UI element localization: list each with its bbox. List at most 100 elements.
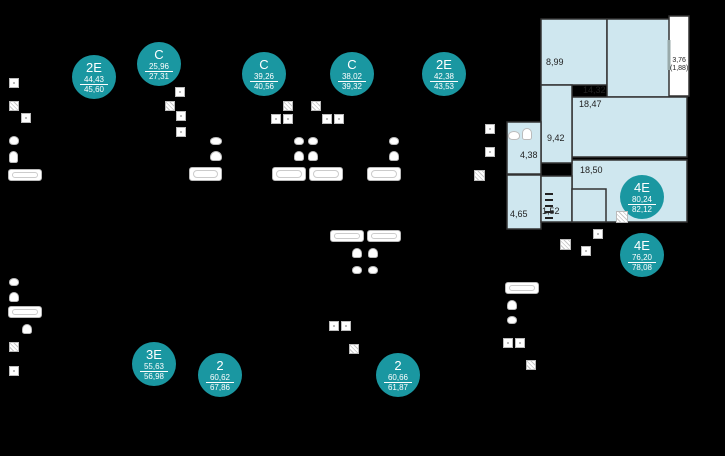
sink-icon <box>210 137 222 145</box>
bathtub-icon <box>505 282 539 294</box>
apartment-area-b: 27,31 <box>148 72 170 81</box>
toilet-icon <box>368 248 378 258</box>
room-area-1: 8,99 <box>546 57 564 67</box>
apartment-badge-2-left[interactable]: 2 60,62 67,86 <box>198 353 242 397</box>
apartment-badge-2e-left[interactable]: 2Е 44,43 45,60 <box>72 55 116 99</box>
sink-icon <box>9 136 19 145</box>
room-area-7: 18,50 <box>580 165 603 175</box>
apartment-area-a: 76,20 <box>631 253 653 262</box>
sink-icon <box>9 278 19 286</box>
room-area-6: 4,38 <box>520 150 538 160</box>
shaft-icon <box>526 360 536 370</box>
stove-icon <box>503 338 513 348</box>
apartment-type: 2Е <box>436 57 452 72</box>
bathtub-icon <box>189 167 222 181</box>
room-area-3: 14,32 <box>583 85 606 95</box>
apartment-type: 3Е <box>146 347 162 362</box>
apartment-badge-2-right[interactable]: 2 60,66 61,87 <box>376 353 420 397</box>
toilet-icon <box>9 151 18 163</box>
stove-icon <box>9 78 19 88</box>
toilet-icon <box>210 151 222 161</box>
apartment-type: 4Е <box>634 238 650 253</box>
shaft-icon <box>283 101 293 111</box>
shaft-icon <box>560 239 571 250</box>
room-area-4: 18,47 <box>579 99 602 109</box>
apartment-area-b: 40,56 <box>253 82 275 91</box>
cabinet-icon <box>21 113 31 123</box>
apartment-area-b: 61,87 <box>387 383 409 392</box>
toilet-icon <box>352 248 362 258</box>
cabinet-icon <box>283 114 293 124</box>
apartment-area-b: 56,98 <box>143 372 165 381</box>
cabinet-icon <box>176 111 186 121</box>
apartment-area-a: 38,02 <box>341 72 363 81</box>
apartment-type: 2 <box>216 358 224 373</box>
apartment-area-a: 44,43 <box>83 75 105 84</box>
stove-icon <box>175 87 185 97</box>
apartment-type: 2 <box>394 358 402 373</box>
apartment-area-b: 78,08 <box>631 263 653 272</box>
toilet-icon <box>507 300 517 310</box>
apartment-badge-c-1[interactable]: С 25,96 27,31 <box>137 42 181 86</box>
stove-icon <box>334 114 344 124</box>
bathtub-icon <box>309 167 343 181</box>
bathtub-icon <box>8 169 42 181</box>
apartment-badge-c-3[interactable]: С 38,02 39,32 <box>330 52 374 96</box>
apartment-area-b: 45,60 <box>83 85 105 94</box>
apartment-badge-4e-lower[interactable]: 4Е 76,20 78,08 <box>620 233 664 277</box>
room-hall <box>540 84 573 164</box>
apartment-type: С <box>259 57 269 72</box>
bathtub-icon <box>8 306 42 318</box>
shaft-icon <box>9 342 19 352</box>
apartment-badge-2e-right[interactable]: 2Е 42,38 43,53 <box>422 52 466 96</box>
toilet-icon <box>389 151 399 161</box>
apartment-area-b: 43,53 <box>433 82 455 91</box>
shaft-icon <box>616 211 628 223</box>
apartment-area-a: 80,24 <box>631 195 653 204</box>
shaft-icon <box>311 101 321 111</box>
toilet-icon <box>308 151 318 161</box>
apartment-area-a: 39,26 <box>253 72 275 81</box>
toilet-icon <box>9 292 19 302</box>
bathtub-icon <box>272 167 306 181</box>
balcony <box>668 15 690 97</box>
room-bedroom-top-left <box>540 18 608 86</box>
toilet-icon <box>294 151 304 161</box>
bathtub-icon <box>367 230 401 242</box>
apartment-badge-4e-selected[interactable]: 4Е 80,24 82,12 <box>620 175 664 219</box>
stove-icon <box>485 124 495 134</box>
room-area-8: 4,65 <box>510 209 528 219</box>
bathtub-icon <box>330 230 364 242</box>
room-living <box>571 96 688 158</box>
room-area-5: 9,42 <box>547 133 565 143</box>
sink-icon <box>308 137 318 145</box>
bathtub-icon <box>367 167 401 181</box>
apartment-type: С <box>347 57 357 72</box>
sink-icon <box>508 131 520 140</box>
apartment-area-a: 60,62 <box>209 373 231 382</box>
apartment-badge-c-2[interactable]: С 39,26 40,56 <box>242 52 286 96</box>
stove-icon <box>9 366 19 376</box>
stair-icon <box>545 193 553 219</box>
apartment-area-a: 60,66 <box>387 373 409 382</box>
sink-icon <box>352 266 362 274</box>
apartment-badge-3e[interactable]: 3Е 55,63 56,98 <box>132 342 176 386</box>
cabinet-icon <box>515 338 525 348</box>
cabinet-icon <box>485 147 495 157</box>
apartment-area-a: 25,96 <box>148 62 170 71</box>
apartment-type: 2Е <box>86 60 102 75</box>
apartment-area-a: 42,38 <box>433 72 455 81</box>
room-kitchen <box>506 174 542 230</box>
room-area-2-balcony: (1,88) <box>670 65 689 72</box>
apartment-area-b: 82,12 <box>631 205 653 214</box>
cabinet-icon <box>322 114 332 124</box>
room-area-9: 1,52 <box>542 206 560 216</box>
stove-icon <box>329 321 339 331</box>
room-area-2: 3,76 (1,88) <box>670 57 688 73</box>
room-area-2-value: 3,76 <box>672 57 686 64</box>
shaft-icon <box>349 344 359 354</box>
apartment-area-b: 39,32 <box>341 82 363 91</box>
toilet-icon <box>22 324 32 334</box>
apartment-area-a: 55,63 <box>143 362 165 371</box>
